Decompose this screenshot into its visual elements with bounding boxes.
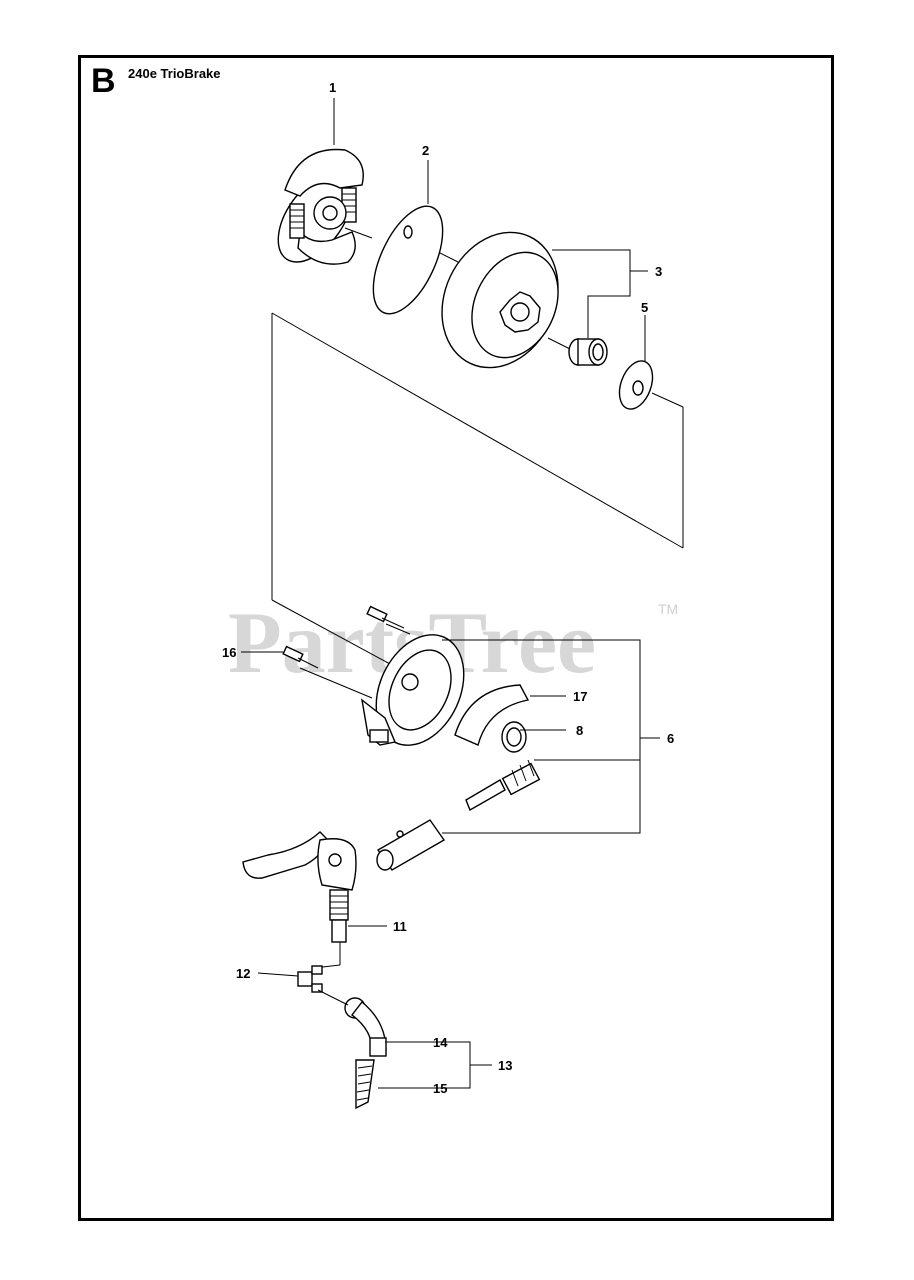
callout-5: 5 [641,300,648,315]
callout-14: 14 [433,1035,448,1050]
part-11-oil-lever-assembly [242,831,357,969]
part-pump-plunger [376,819,446,871]
part-worm-gear-shaft [465,759,541,812]
part-12-fitting [297,965,323,993]
part-1-clutch [277,148,364,265]
callout-labels: 1 2 3 5 16 17 8 6 11 12 14 13 15 [222,80,674,1096]
part-2-washer [372,205,444,315]
callout-13: 13 [498,1058,512,1073]
section-letter: B [91,62,116,100]
part-15-oil-filter [355,1059,375,1110]
assembly-guide-lines [271,227,684,699]
diagram-title: 240e TrioBrake [128,66,221,81]
diagram-frame [78,55,834,1221]
callout-3: 3 [655,264,662,279]
callout-17: 17 [573,689,587,704]
part-14-oil-hose [317,989,387,1057]
part-16-screws [282,605,405,669]
callout-12: 12 [236,966,250,981]
watermark-trademark: TM [658,601,678,617]
part-5-washer [618,360,654,410]
part-needle-bearing [568,338,608,366]
callout-8: 8 [576,723,583,738]
callout-6: 6 [667,731,674,746]
part-3-clutch-drum [441,231,559,369]
leader-lines [241,98,660,1089]
part-17-brake-band [454,684,530,746]
callout-1: 1 [329,80,336,95]
callout-11: 11 [393,919,407,934]
part-8-spring [501,721,527,753]
callout-16: 16 [222,645,236,660]
callout-15: 15 [433,1081,447,1096]
callout-2: 2 [422,143,429,158]
part-6-oil-pump-housing [361,634,465,746]
